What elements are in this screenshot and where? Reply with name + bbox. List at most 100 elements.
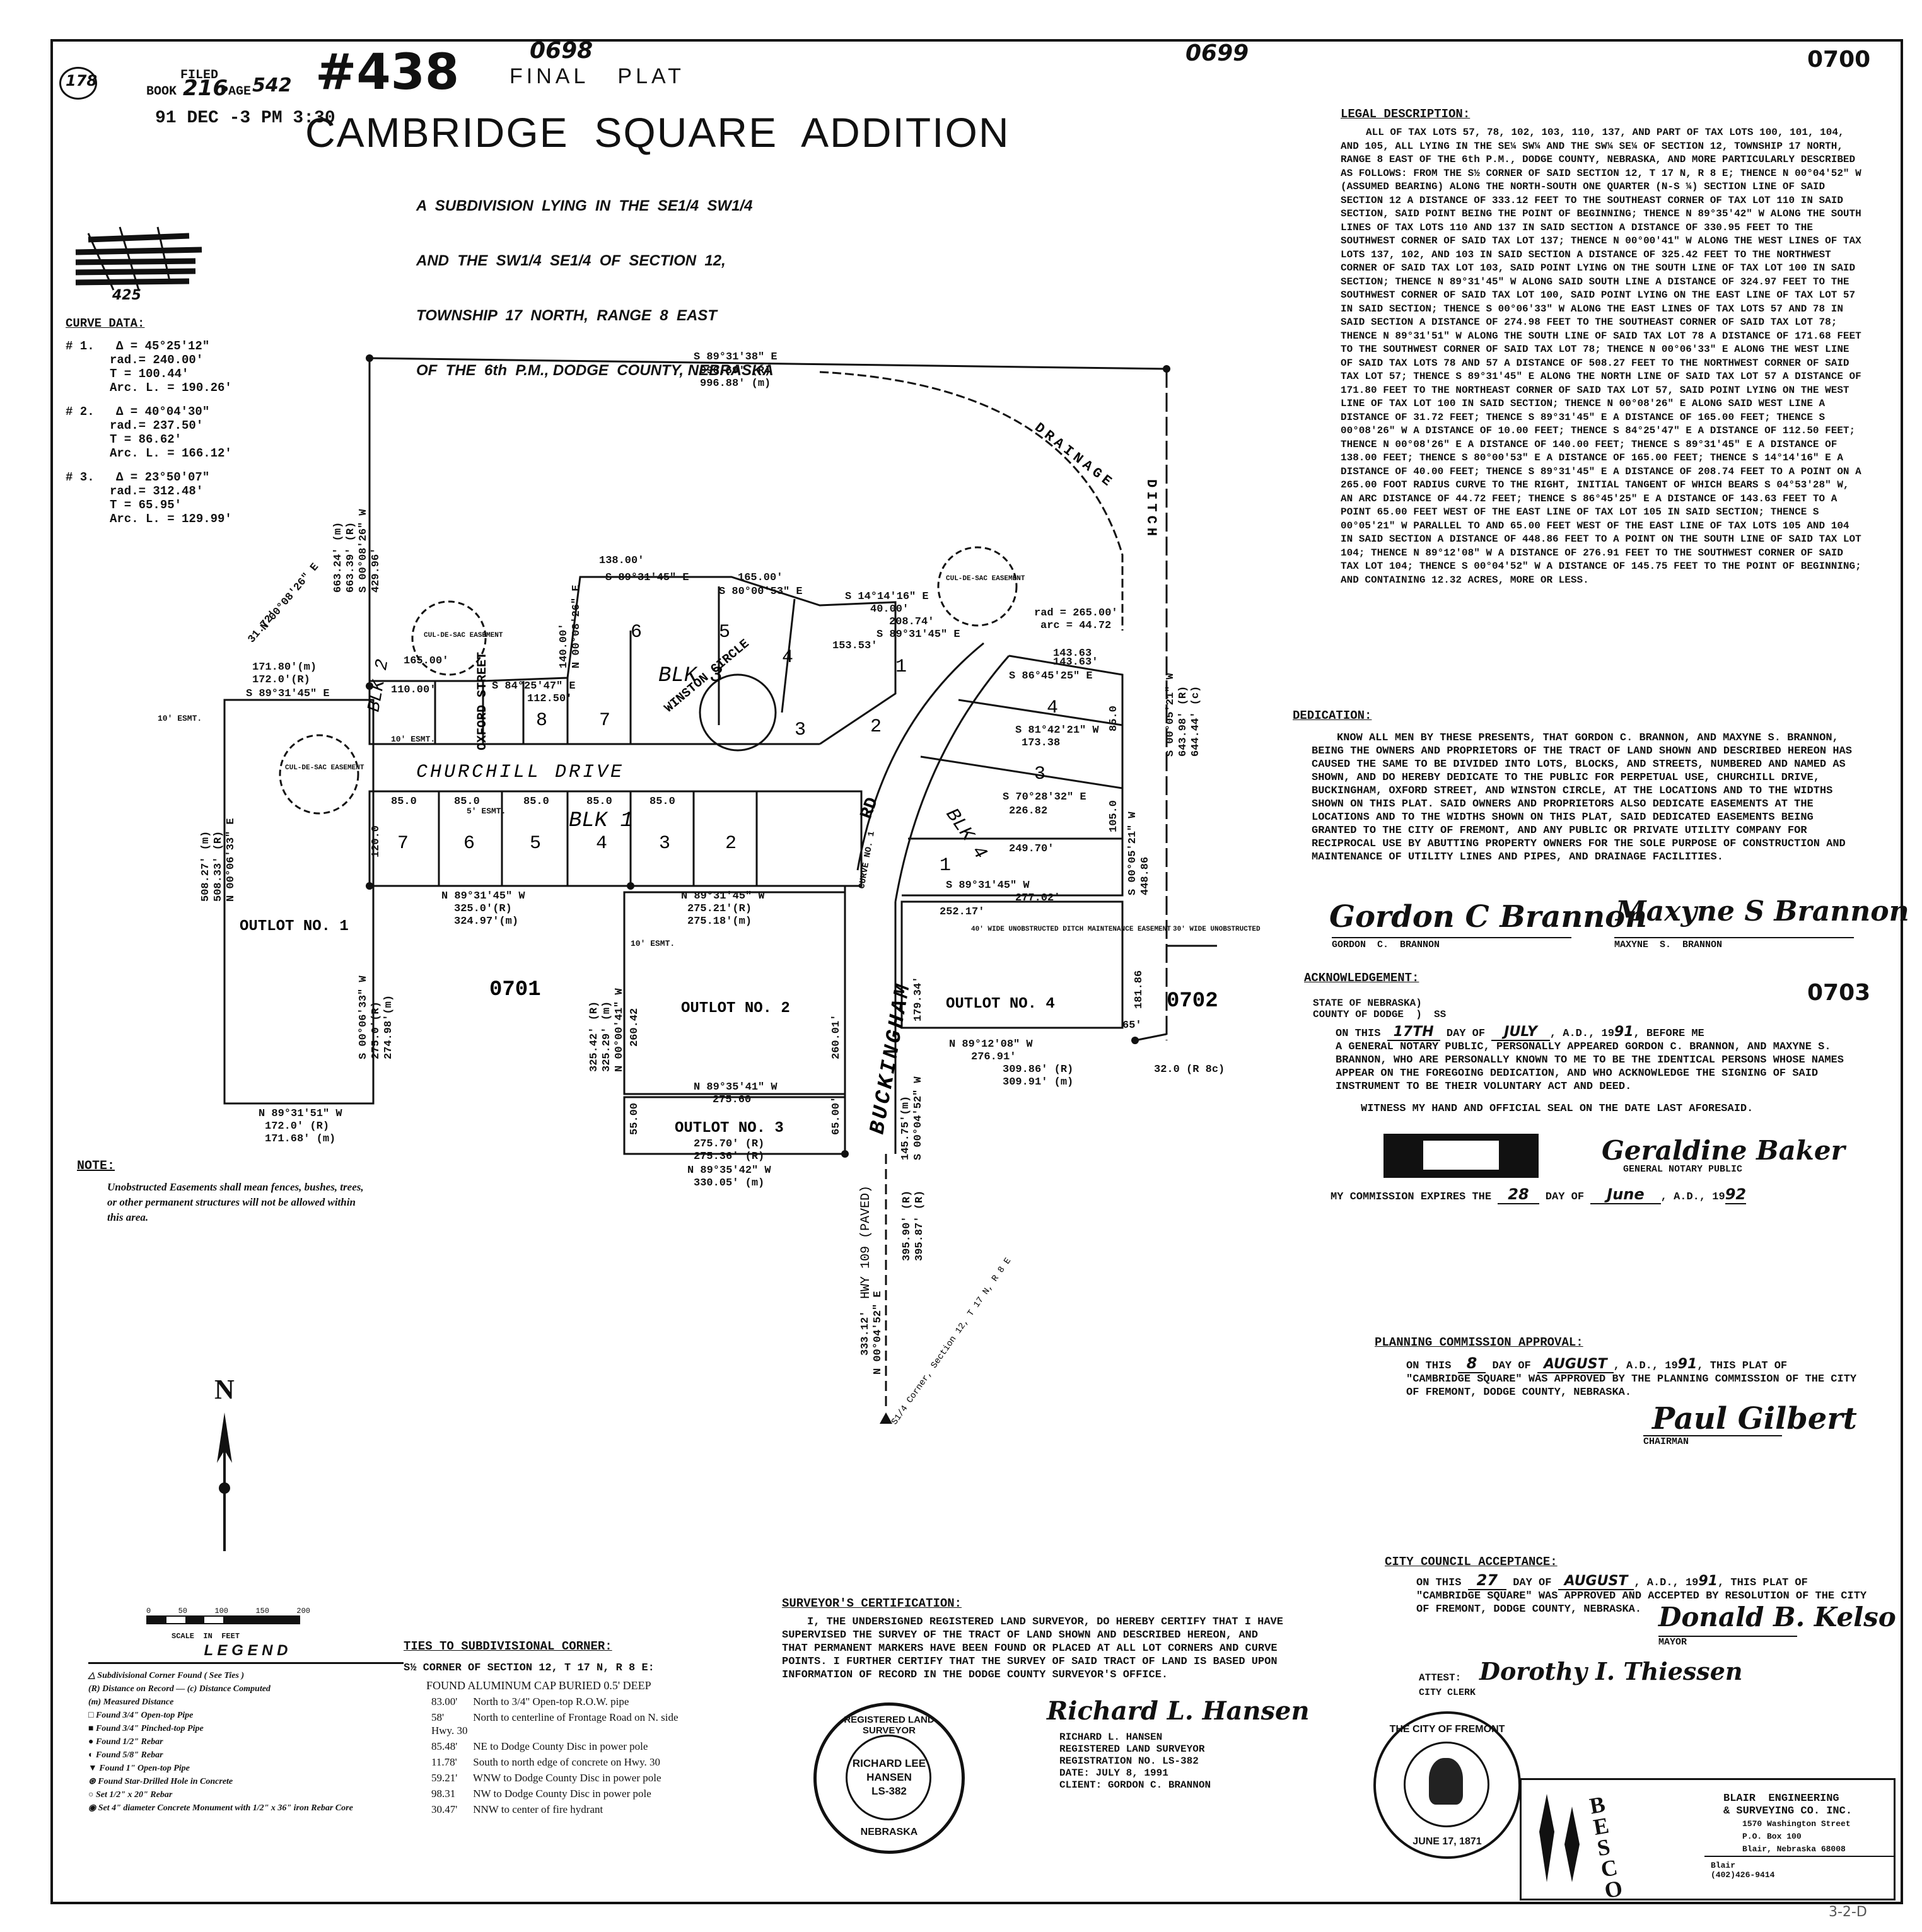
cul-de-sac-2 <box>279 734 359 815</box>
page-value: 542 <box>252 74 292 96</box>
legend-item-10: ○ Set 1/2" x 20" Rebar <box>88 1790 173 1800</box>
outlot-3-label: OUTLOT NO. 3 <box>675 1120 784 1137</box>
outlot-4-label: OUTLOT NO. 4 <box>946 996 1055 1013</box>
planning-heading: PLANNING COMMISSION APPROVAL: <box>1375 1336 1583 1349</box>
surveyor-text: I, THE UNDERSIGNED REGISTERED LAND SURVE… <box>782 1616 1283 1681</box>
besco-phone-label: Blair <box>1711 1861 1736 1870</box>
dim-blk1-bot5: 275.21'(R) <box>687 903 752 915</box>
outlot-2-label: OUTLOT NO. 2 <box>681 1000 790 1017</box>
owner-2-label: MAXYNE S. BRANNON <box>1614 937 1854 950</box>
ties-list: 83.00' North to 3/4" Open-top R.O.W. pip… <box>404 1695 687 1816</box>
city-seal-portrait <box>1429 1758 1463 1805</box>
dim-85-2: 85.0 <box>454 796 480 808</box>
notary-label: GENERAL NOTARY PUBLIC <box>1623 1164 1743 1175</box>
dim-s70: S 70°28'32" E <box>1003 791 1086 803</box>
dim-o2-inner2: 275.60 <box>713 1094 751 1106</box>
curve-3-t: T = 65.95' <box>110 498 182 512</box>
surveyor-seal-name1: RICHARD LEE <box>852 1757 926 1769</box>
curve-1-arc: Arc. L. = 190.26' <box>110 381 232 395</box>
dim-blk1-bot6: 275.18'(m) <box>687 916 752 928</box>
mayor-label: MAYOR <box>1658 1636 1797 1648</box>
curve-2-rad: rad.= 237.50' <box>110 419 204 433</box>
dim-blk1-bot2: 325.0'(R) <box>454 903 512 915</box>
legend-item-7: ◐ Found 5/8" Rebar <box>88 1750 163 1760</box>
blk4-lot-3: 3 <box>1034 764 1045 785</box>
dim-buck-v1: 145.75'(m) <box>900 1096 912 1160</box>
blk3-lot-5: 5 <box>719 622 730 643</box>
curve-2-t: T = 86.62' <box>110 433 182 446</box>
acknowledgement: ACKNOWLEDGEMENT: STATE OF NEBRASKA) COUN… <box>1304 971 1859 1115</box>
surveyor-seal-name2: HANSEN <box>866 1771 912 1783</box>
scale-bar: 0 50 100 150 200 SCALE IN FEET <box>146 1607 310 1641</box>
oxford-street-label: OXFORD STREET <box>475 652 490 750</box>
dim-o4-bot2: 276.91' <box>971 1051 1016 1063</box>
subtitle-line-4: OF THE 6th P.M., DODGE COUNTY, NEBRASKA <box>416 362 774 379</box>
dim-s89a: S 89°31'45" E <box>605 572 689 584</box>
cul-de-sac-label-1: CUL-DE-SAC EASEMENT <box>424 632 503 639</box>
legal-heading: LEGAL DESCRIPTION: <box>1341 107 1471 121</box>
lot-7: 7 <box>397 833 409 854</box>
city-seal-ring: THE CITY OF FREMONT <box>1389 1724 1505 1735</box>
council-text: "CAMBRIDGE SQUARE" WAS APPROVED AND ACCE… <box>1416 1590 1867 1615</box>
curve-1-rad: rad.= 240.00' <box>110 353 204 367</box>
dim-120: 120.0 <box>370 825 382 858</box>
owner-1-signature: Gordon C Brannon <box>1329 899 1648 934</box>
curve-2-delta: # 2.Δ = 40°04'30" <box>66 405 210 419</box>
legend-heading: L E G E N D <box>88 1642 404 1664</box>
scale-label: SCALE IN FEET <box>172 1632 240 1641</box>
dim-hwy-v1: 333.12' <box>859 1311 871 1356</box>
dim-o2-inner: N 89°35'41" W <box>694 1081 778 1093</box>
dim-mid1: S 89°31'45" E <box>877 629 960 641</box>
dim-wv2: 508.33' (R) <box>213 831 224 902</box>
blk3-lot-3: 3 <box>795 719 806 741</box>
dim-143: 143.63 <box>1053 648 1092 660</box>
surveyor-seal-reg: LS-382 <box>871 1785 907 1797</box>
drainage-ditch-curve <box>819 371 1124 631</box>
drainage-label: DRAINAGE <box>1032 420 1117 492</box>
sheet-0698: 0698 <box>530 38 593 64</box>
blk3-lot-6: 6 <box>631 622 642 643</box>
surveyor-seal-state: NEBRASKA <box>860 1827 918 1837</box>
buckingham-road-west <box>856 642 984 871</box>
legend-item-8: ▼ Found 1" Open-top Pipe <box>88 1764 190 1773</box>
dim-65b: 65.00' <box>830 1097 842 1135</box>
sheet-reference: 3-2-D <box>1829 1904 1867 1920</box>
dim-left-31: 31.72' <box>246 608 280 646</box>
legend-item-9: ⊛ Found Star-Drilled Hole in Concrete <box>88 1777 233 1786</box>
planning-text: "CAMBRIDGE SQUARE" WAS APPROVED BY THE P… <box>1406 1373 1857 1399</box>
dedication: DEDICATION: KNOW ALL MEN BY THESE PRESEN… <box>1293 709 1860 864</box>
north-label: N <box>214 1374 235 1405</box>
dim-85-4: 85.0 <box>586 796 612 808</box>
dim-o3-3: N 89°35'42" W <box>687 1165 771 1177</box>
dim-left-v2: 663.39' (R) <box>345 522 357 593</box>
dim-wbot3: 171.68' (m) <box>265 1133 335 1145</box>
lot-6: 6 <box>463 833 475 854</box>
monument-4 <box>841 1150 849 1158</box>
corner-number-circle <box>59 67 97 100</box>
target-icon: ◉ <box>88 1803 98 1813</box>
dim-top-right1: S 86°45'25" E <box>1009 670 1093 682</box>
dim-left-v1: 663.24' (m) <box>332 522 344 593</box>
dim-s89b: S 89°31'45" W <box>946 880 1030 892</box>
dim-v-n008: N 00°08'26" E <box>571 585 583 668</box>
dim-buck-v2: S 00°04'52" W <box>912 1076 924 1160</box>
north-arrow <box>217 1412 232 1551</box>
curve-1-t: T = 100.44' <box>110 367 189 381</box>
dim-right-v5: 644.44' (c) <box>1190 686 1202 757</box>
tie-1: 83.00' North to 3/4" Open-top R.O.W. pip… <box>431 1696 629 1708</box>
dim-w3: S 89°31'45" E <box>246 688 330 700</box>
ties-sub: S½ CORNER OF SECTION 12, T 17 N, R 8 E: <box>404 1662 655 1674</box>
sheet-0702: 0702 <box>1167 989 1218 1013</box>
dim-112: 112.50' <box>527 693 572 705</box>
scale-tick-50: 50 <box>178 1607 187 1615</box>
curve-1: # 1.Δ = 45°25'12" rad.= 240.00' T = 100.… <box>66 339 232 395</box>
dim-s14: S 14°14'16" E <box>845 591 929 603</box>
dim-buck-v3: 395.90' (R) <box>901 1190 913 1261</box>
besco-company-1: BLAIR ENGINEERING <box>1723 1793 1839 1805</box>
legend: L E G E N D △ Subdivisional Corner Found… <box>88 1642 404 1815</box>
scale-tick-0: 0 <box>146 1607 151 1615</box>
dim-right-v4: 643.98' (R) <box>1177 686 1189 757</box>
book-value: 216 <box>183 76 228 101</box>
tie-6: 98.31 NW to Dodge County Disc in power p… <box>431 1788 651 1800</box>
cul-de-sac-1 <box>411 600 487 676</box>
